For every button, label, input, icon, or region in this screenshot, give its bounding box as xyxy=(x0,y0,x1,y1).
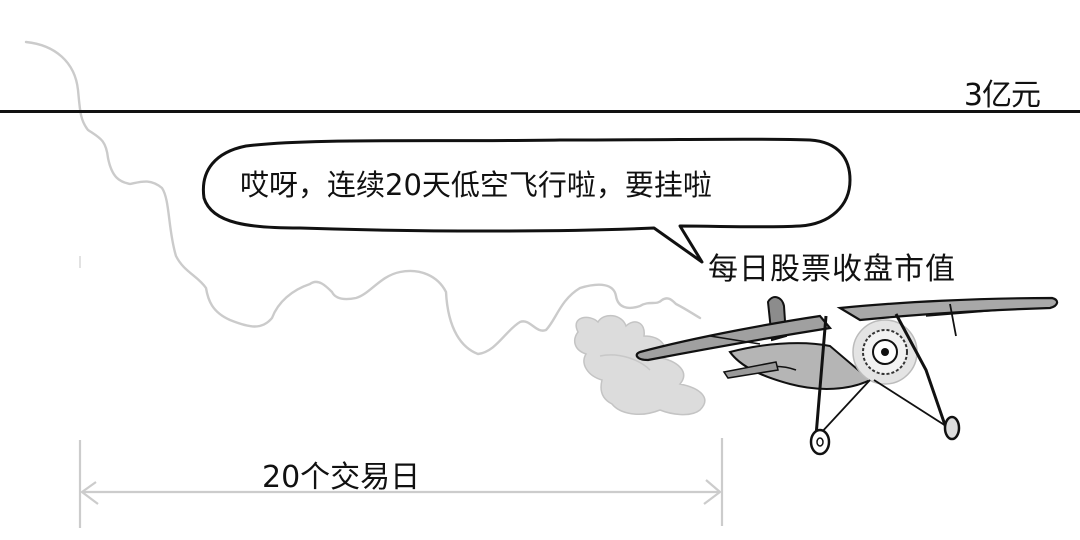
series-label: 每日股票收盘市值 xyxy=(708,252,956,287)
airplane-icon xyxy=(635,296,1059,456)
market-value-line xyxy=(24,40,702,356)
dimension-label: 20个交易日 xyxy=(262,460,421,495)
speech-bubble-text: 哎呀，连续20天低空飞行啦，要挂啦 xyxy=(240,168,712,202)
smoke-cloud-icon xyxy=(573,314,706,416)
threshold-label: 3亿元 xyxy=(963,78,1041,113)
speech-bubble xyxy=(201,137,852,264)
threshold-line xyxy=(0,110,1080,113)
dimension-marker xyxy=(78,438,724,528)
